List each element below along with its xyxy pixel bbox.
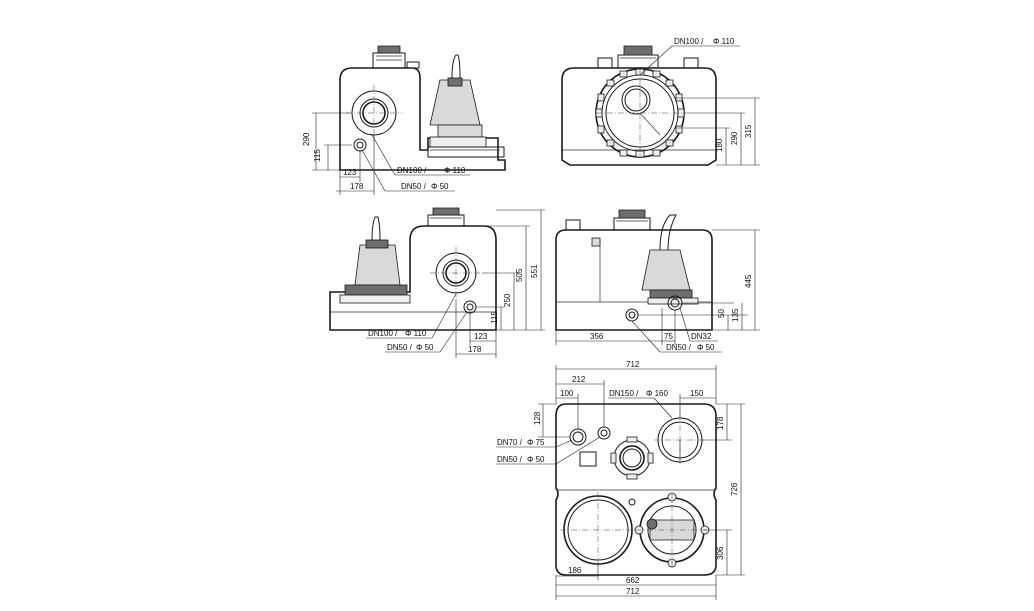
dim-551: 551 — [530, 264, 539, 278]
callout-rear-d50: Φ 50 — [697, 343, 715, 352]
dim-356: 356 — [590, 332, 604, 341]
callout-dn100: DN100 / — [397, 166, 427, 175]
dim-315: 315 — [744, 124, 753, 138]
dim-178c: 178 — [716, 416, 725, 430]
dim-445: 445 — [744, 274, 753, 288]
view-side-left: 290 115 123 178 DN100 / Φ 110 DN50 / Φ 5… — [302, 45, 506, 195]
callout-r-dn50: DN50 / — [387, 343, 413, 352]
dim-290: 290 — [302, 132, 311, 146]
callout-d50: Φ 50 — [431, 182, 449, 191]
dim-123b: 123 — [474, 332, 488, 341]
dim-150: 150 — [690, 389, 704, 398]
callout-d160: Φ 160 — [646, 389, 669, 398]
dim-100: 100 — [560, 389, 574, 398]
callout-plan-dn50: DN50 / — [497, 455, 523, 464]
callout-r-dn100: DN100 / — [368, 329, 398, 338]
dim-115: 115 — [313, 149, 322, 162]
dim-505: 505 — [515, 268, 524, 282]
dim-bottom-712: 712 — [626, 587, 640, 596]
dim-212: 212 — [572, 375, 586, 384]
dim-180: 180 — [715, 138, 724, 152]
dim-306: 306 — [716, 546, 725, 560]
turret-plan — [610, 436, 654, 480]
callout-r-d50: Φ 50 — [416, 343, 434, 352]
callout-dn70: DN70 / — [497, 438, 523, 447]
view-front: 315 290 180 DN100 / Φ 110 — [561, 37, 760, 166]
dim-top-712: 712 — [626, 360, 640, 369]
dim-115b: 115 — [490, 311, 499, 324]
dim-75: 75 — [664, 332, 673, 341]
view-side-right: 551 505 250 115 123 178 DN100 / Φ 110 DN… — [329, 207, 545, 358]
view-plan: 712 212 100 150 128 178 726 306 186 662 — [496, 360, 745, 600]
callout-rear-dn50: DN50 / — [666, 343, 692, 352]
dim-662: 662 — [626, 576, 640, 585]
dim-250: 250 — [503, 293, 512, 307]
dim-135: 135 — [731, 308, 740, 322]
callout-r-d110: Φ 110 — [405, 329, 427, 338]
callout-plan-d50: Φ 50 — [527, 455, 545, 464]
dim-178b: 178 — [468, 345, 482, 354]
dim-186: 186 — [568, 566, 582, 575]
view-rear: 445 135 50 356 75 DN32 DN50 / Φ 50 — [555, 209, 760, 353]
dim-50: 50 — [717, 309, 726, 318]
dim-290b: 290 — [730, 131, 739, 145]
dim-128: 128 — [533, 411, 542, 425]
callout-dn50: DN50 / — [401, 182, 427, 191]
callout-dn150: DN150 / — [609, 389, 639, 398]
callout-top-dn100: DN100 / — [674, 37, 704, 46]
callout-d110: Φ 110 — [444, 166, 466, 175]
callout-d75: Φ 75 — [527, 438, 545, 447]
callout-dn32: DN32 — [691, 332, 712, 341]
dim-123: 123 — [343, 168, 357, 177]
dim-726: 726 — [730, 482, 739, 496]
dim-178: 178 — [350, 182, 364, 191]
callout-top-d110: Φ 110 — [713, 37, 735, 46]
